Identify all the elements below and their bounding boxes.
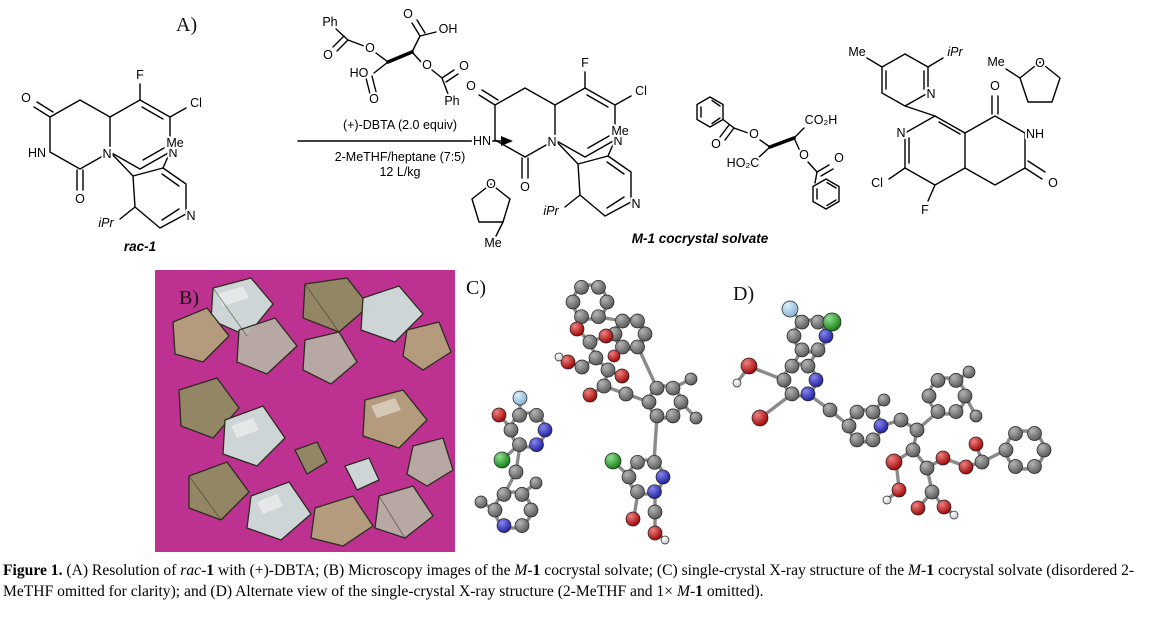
- reagent-text: (+)-DBTA (2.0 equiv): [343, 118, 457, 132]
- reaction-scheme: F Cl N N O HN O Me N iPr A) rac-1: [0, 5, 1061, 254]
- atoms-c: [474, 279, 703, 545]
- o-label: O: [799, 148, 809, 162]
- carbonyl-o-label: O: [1048, 176, 1058, 190]
- crystals: [172, 277, 454, 547]
- panel-c-label: C): [466, 277, 486, 299]
- product-name: M-1 cocrystal solvate: [632, 231, 769, 246]
- thf-oxygen-label: O: [486, 177, 496, 191]
- panel-d-label: D): [733, 283, 754, 305]
- m1-alt-bonds: [866, 53, 1046, 202]
- chlorine-label: Cl: [871, 176, 883, 190]
- thf-methyl-label: Me: [484, 236, 501, 250]
- phenyl-label: Ph: [444, 94, 459, 108]
- volume-text: 12 L/kg: [379, 165, 420, 179]
- o-label: O: [711, 137, 721, 151]
- dbta-top-bonds: [332, 19, 459, 95]
- o-label: O: [834, 151, 844, 165]
- figure-caption-text: Figure 1. (A) Resolution of rac-1 with (…: [3, 562, 1135, 601]
- dbta-structure-product: O O CO₂H HO₂C O O: [696, 96, 846, 210]
- pyridine-n-label: N: [926, 87, 935, 101]
- reactant-name: rac-1: [124, 239, 156, 254]
- ho-label: HO: [350, 66, 369, 80]
- solvent-text: 2-MeTHF/heptane (7:5): [335, 150, 466, 164]
- carbonyl-o-label: O: [990, 79, 1000, 93]
- panel-b-label: B): [179, 287, 199, 309]
- isopropyl-label: iPr: [947, 45, 963, 59]
- methyl-label: Me: [848, 45, 865, 59]
- thf-oxygen-label: O: [1035, 56, 1045, 70]
- phenyl-label: Ph: [322, 15, 337, 29]
- o-label: O: [323, 48, 333, 62]
- nh-label: NH: [1026, 127, 1044, 141]
- bonds-d: [736, 309, 1046, 516]
- rac-1-structure: [21, 68, 202, 230]
- oh-label: OH: [439, 22, 458, 36]
- o-label: O: [459, 59, 469, 73]
- ho2c-label: HO₂C: [727, 156, 760, 170]
- xray-structure-d: D): [732, 283, 1052, 520]
- co2h-label: CO₂H: [805, 113, 838, 127]
- m1-structure: [466, 56, 647, 218]
- o-label: O: [365, 41, 375, 55]
- reaction-arrowhead: [501, 136, 513, 146]
- thf-structure-2: O Me: [985, 53, 1061, 103]
- xray-structure-c: C): [466, 277, 703, 545]
- o-label: O: [403, 7, 413, 21]
- panel-a-label: A): [176, 14, 197, 36]
- thf-structure-1: O Me: [471, 175, 511, 252]
- thf-methyl-label: Me: [987, 55, 1004, 69]
- dbta-structure-top: Ph O O O OH HO O O O Ph: [320, 5, 471, 110]
- o-label: O: [749, 127, 759, 141]
- microscopy-image: B): [155, 270, 455, 552]
- atoms-d: [732, 300, 1052, 520]
- fluorine-label: F: [921, 203, 929, 217]
- reaction-conditions: (+)-DBTA (2.0 equiv) 2-MeTHF/heptane (7:…: [297, 118, 513, 179]
- ring-nitrogen-label: N: [896, 126, 905, 140]
- o-label: O: [422, 58, 432, 72]
- m1-structure-alt: Me iPr N N Cl F O NH O: [846, 43, 1060, 219]
- figure-caption: Figure 1. (A) Resolution of rac-1 with (…: [3, 560, 1155, 602]
- dbta-product-bonds: [696, 96, 840, 210]
- o-label: O: [369, 92, 379, 106]
